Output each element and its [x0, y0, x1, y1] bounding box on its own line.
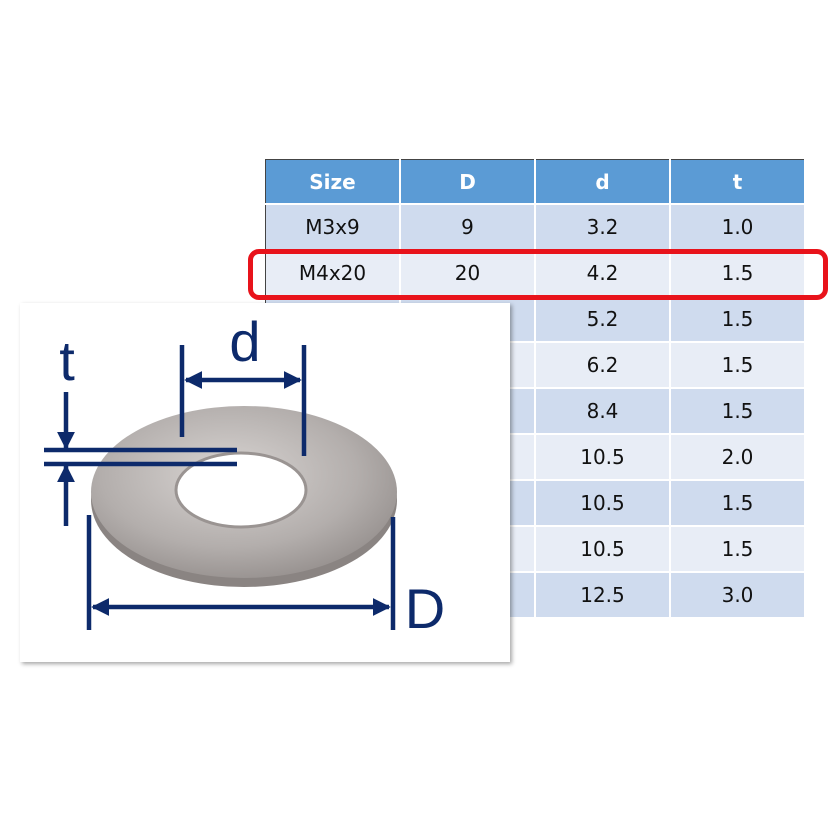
table-cell: 2.0 [670, 434, 806, 481]
highlight-box [248, 249, 828, 300]
label-inner-diameter: d [229, 310, 260, 373]
washer-image [91, 406, 397, 587]
table-cell: 1.0 [670, 204, 806, 251]
header-size: Size [265, 159, 401, 205]
table-cell: 5.2 [535, 296, 671, 343]
table-cell: 1.5 [670, 388, 806, 435]
header-thickness: t [670, 159, 806, 205]
label-thickness: t [59, 329, 75, 392]
table-cell: 20 [400, 250, 536, 297]
table-cell: 10.5 [535, 434, 671, 481]
table-cell: 1.5 [670, 342, 806, 389]
header-outer-diameter: D [400, 159, 536, 205]
table-cell: 1.5 [670, 526, 806, 573]
label-outer-diameter: D [405, 577, 445, 640]
table-cell: 10.5 [535, 480, 671, 527]
table-cell: 8.4 [535, 388, 671, 435]
header-inner-diameter: d [535, 159, 671, 205]
table-cell: M3x9 [265, 204, 401, 251]
table-cell: 1.5 [670, 480, 806, 527]
table-cell: M4x20 [265, 250, 401, 297]
table-cell: 3.0 [670, 572, 806, 619]
table-cell: 12.5 [535, 572, 671, 619]
table-cell: 9 [400, 204, 536, 251]
table-cell: 10.5 [535, 526, 671, 573]
table-cell: 1.5 [670, 296, 806, 343]
table-cell: 6.2 [535, 342, 671, 389]
dimension-lines [44, 345, 396, 630]
table-header: Size D d t [265, 159, 806, 205]
